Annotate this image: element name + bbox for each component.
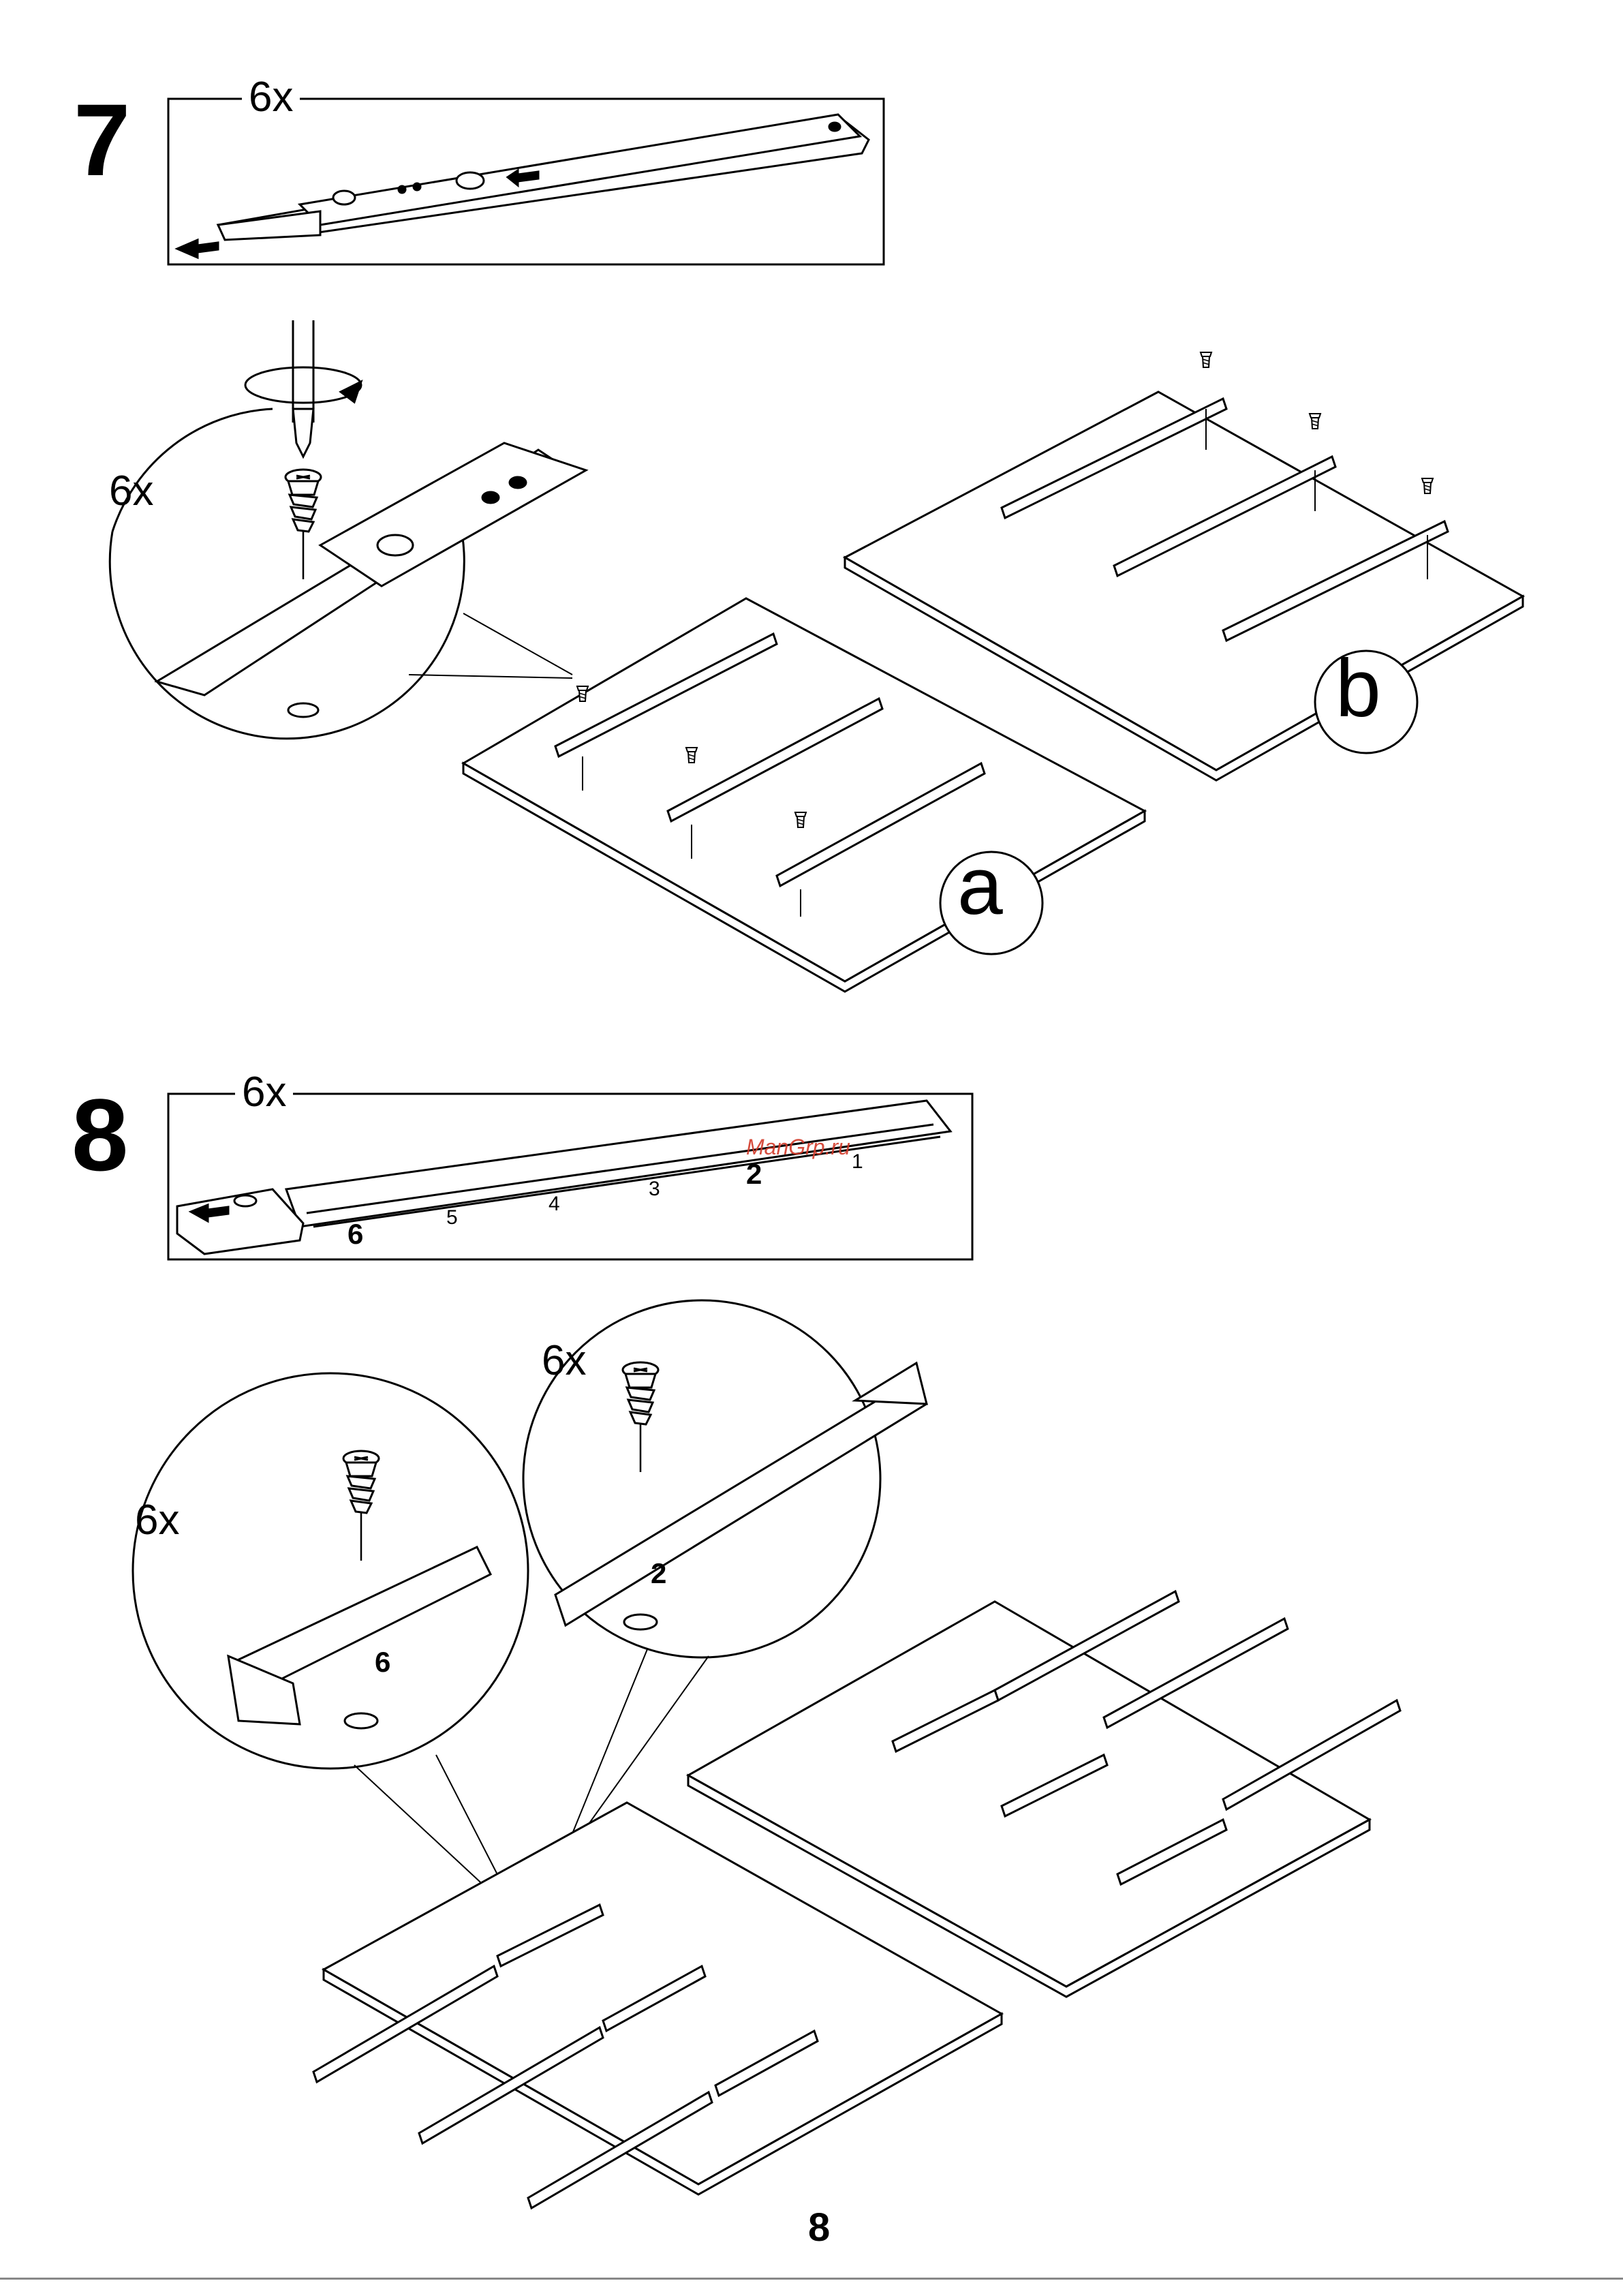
step7-detail-drawing bbox=[110, 320, 586, 739]
step8-detail-left-position: 6 bbox=[375, 1648, 390, 1677]
panel-a-label: a bbox=[957, 845, 1003, 927]
step8-callout-rail-drawing bbox=[177, 1101, 950, 1254]
rail-position-4: 4 bbox=[548, 1194, 560, 1214]
step7-callout-rail-drawing bbox=[177, 114, 869, 258]
step-number-7: 7 bbox=[74, 89, 130, 191]
page-bottom-rule bbox=[0, 2278, 1623, 2280]
rail-position-2: 2 bbox=[746, 1160, 762, 1189]
step8-detail-left-quantity: 6x bbox=[128, 1499, 186, 1542]
step8-detail-right-position: 2 bbox=[651, 1559, 666, 1588]
page-number: 8 bbox=[808, 2208, 830, 2248]
step8-detail-right-quantity: 6x bbox=[535, 1340, 593, 1382]
step8-callout-quantity: 6x bbox=[235, 1071, 293, 1114]
rail-position-3: 3 bbox=[649, 1179, 660, 1199]
rail-position-5: 5 bbox=[446, 1208, 458, 1228]
panel-b-label: b bbox=[1335, 647, 1381, 729]
rail-position-1: 1 bbox=[852, 1152, 863, 1172]
step7-callout-quantity: 6x bbox=[242, 76, 300, 119]
step7-detail-quantity: 6x bbox=[102, 470, 160, 512]
watermark-text: ManGrp.ru bbox=[746, 1135, 850, 1160]
step8-detail-left-drawing bbox=[133, 1373, 528, 1898]
rail-position-6: 6 bbox=[347, 1220, 363, 1249]
step-number-8: 8 bbox=[72, 1084, 128, 1186]
